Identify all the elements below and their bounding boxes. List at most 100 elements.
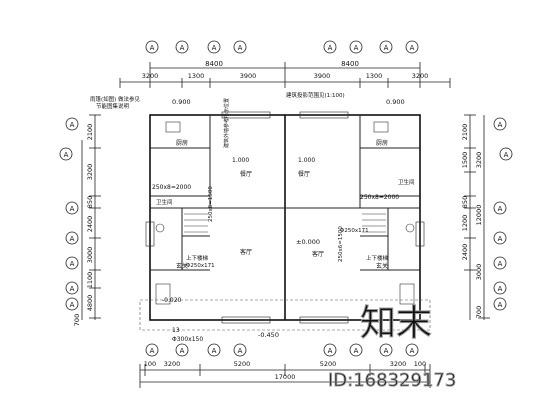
- fixtures: [155, 121, 415, 305]
- dim-right-1: 2100: [461, 124, 469, 141]
- room-entry-left: 玄关: [176, 262, 188, 270]
- axis-label-top-8: A: [410, 44, 415, 52]
- axis-label-top-3: A: [212, 44, 217, 52]
- stair-label-right: 上下楼梯: [366, 254, 389, 262]
- axis-label-right-7: A: [498, 301, 503, 309]
- beam-right: 250x8=2000: [360, 194, 399, 201]
- axis-label-top-7: A: [384, 44, 389, 52]
- dim-right-5: 1200: [461, 215, 469, 232]
- axis-label-top-6: A: [354, 44, 359, 52]
- dim-left-2: 3200: [86, 164, 94, 181]
- axis-bubbles-bottom: [145, 343, 419, 357]
- stair-treads: [184, 213, 386, 233]
- note-roof: 建筑投影范围见(1:100): [286, 91, 345, 99]
- axis-label-top-4: A: [238, 44, 243, 52]
- dim-top-seg-2: 1300: [188, 72, 205, 80]
- step-bottom-num: 13: [172, 327, 180, 334]
- axis-label-left-2: A: [64, 151, 69, 159]
- axis-label-right-2: A: [504, 151, 509, 159]
- top-dimension-chain: [119, 62, 451, 88]
- dim-1000-right: 1.000: [298, 157, 315, 164]
- axis-label-top-5: A: [328, 44, 333, 52]
- dim-right-total: 12000: [475, 205, 483, 226]
- note-vertical: 建筑外墙参考所示位置: [223, 98, 230, 148]
- room-wc-right: 卫生间: [398, 178, 415, 186]
- axis-label-left-5: A: [70, 260, 75, 268]
- dim-bottom-total: 17000: [275, 373, 296, 381]
- dim-right-extra: 700: [475, 306, 483, 318]
- elev-right-top: 0.900: [386, 98, 405, 106]
- steps-left: Φ250x171: [186, 263, 215, 269]
- watermark-id: ID:168329173: [328, 370, 456, 391]
- axis-label-bottom-2: A: [180, 347, 185, 355]
- dim-top-seg-5: 1300: [366, 72, 383, 80]
- axis-label-right-1: A: [498, 121, 503, 129]
- axis-label-left-6: A: [70, 285, 75, 293]
- windows: [145, 111, 425, 324]
- step-bottom: Φ300x150: [172, 336, 203, 343]
- room-dining-left: 餐厅: [240, 170, 252, 178]
- axis-label-left-7: A: [70, 301, 75, 309]
- dim-right-6: 2400: [461, 244, 469, 261]
- dim-left-5: 3000: [86, 247, 94, 264]
- dim-left-6: 1100: [86, 272, 94, 289]
- axis-label-left-4: A: [70, 235, 75, 243]
- axis-label-right-3: A: [498, 205, 503, 213]
- beam-left-2: 250x6=1500: [208, 186, 214, 222]
- steps-right: Φ250x171: [340, 228, 369, 234]
- right-dimension-chain: [464, 114, 490, 320]
- room-living-left: 客厅: [240, 248, 252, 256]
- dim-bottom-seg-2: 3200: [164, 360, 181, 368]
- axis-label-bottom-8: A: [410, 347, 415, 355]
- room-entry-right: 玄关: [376, 262, 388, 270]
- axis-bubbles-top: [145, 40, 419, 54]
- axis-label-bottom-1: A: [150, 347, 155, 355]
- dim-bottom-seg-5: 3200: [390, 360, 407, 368]
- axis-label-top-1: A: [150, 44, 155, 52]
- elev-left-entry: -0.020: [162, 297, 182, 304]
- axis-label-right-4: A: [498, 235, 503, 243]
- bottom-dimension-chain: [139, 364, 431, 388]
- dim-left-1: 2100: [86, 124, 94, 141]
- dim-top-seg-3: 3900: [240, 72, 257, 80]
- exterior-walls: [149, 114, 421, 321]
- left-dimension-chain: [81, 114, 101, 320]
- dim-top-total-2: 8400: [341, 60, 359, 68]
- watermark-logo-text: 知末: [360, 303, 432, 344]
- room-kitchen-left: 厨房: [176, 139, 188, 147]
- dim-top-seg-4: 3900: [314, 72, 331, 80]
- elev-bottom: -0.450: [258, 331, 279, 339]
- dim-bottom-seg-4: 5200: [320, 360, 337, 368]
- interior-walls: [150, 115, 420, 271]
- axis-label-bottom-6: A: [354, 347, 359, 355]
- axis-label-bottom-3: A: [212, 347, 217, 355]
- dim-left-3: 850: [86, 196, 94, 208]
- axis-label-bottom-5: A: [328, 347, 333, 355]
- axis-label-bottom-4: A: [238, 347, 243, 355]
- dashed-overhang: [139, 299, 431, 331]
- room-kitchen-right: 厨房: [376, 139, 388, 147]
- dim-left-8: 700: [73, 314, 81, 326]
- axis-bubbles-left: [59, 117, 79, 311]
- dim-top-seg-6: 3200: [412, 72, 429, 80]
- elev-center: ±0.000: [296, 238, 320, 246]
- dim-right-3: 850: [461, 196, 469, 208]
- room-wc-left: 卫生间: [156, 198, 173, 206]
- axis-label-bottom-7: A: [384, 347, 389, 355]
- dim-right-2: 1500: [461, 152, 469, 169]
- beam-left: 250x8=2000: [152, 184, 191, 191]
- axis-label-left-3: A: [70, 205, 75, 213]
- dim-right-7: 3000: [475, 264, 483, 281]
- dim-bottom-seg-6: 100: [414, 360, 426, 368]
- dim-left-4: 2400: [86, 216, 94, 233]
- room-living-right: 客厅: [312, 250, 324, 258]
- watermark-logo: 知末: [360, 303, 433, 345]
- axis-label-right-6: A: [498, 285, 503, 293]
- room-dining-right: 餐厅: [298, 170, 310, 178]
- note-canopy-1: 雨篷(如图) 做法参见: [90, 95, 141, 103]
- dim-1000-left: 1.000: [232, 157, 249, 164]
- dim-bottom-seg-1: 100: [144, 360, 156, 368]
- axis-bubbles-right: [493, 117, 513, 311]
- elev-left-top: 0.900: [172, 98, 191, 106]
